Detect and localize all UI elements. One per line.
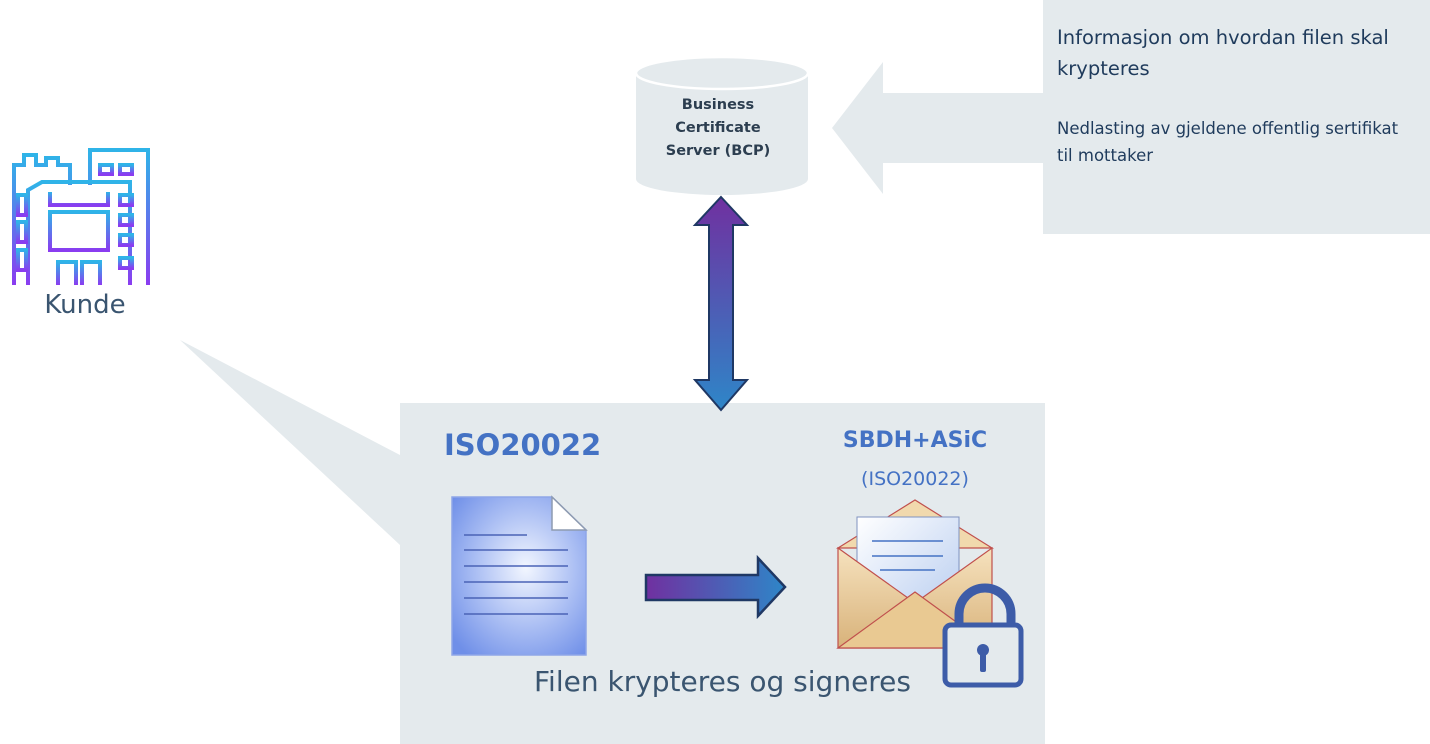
info-panel [1043, 0, 1430, 234]
info-arrow [832, 62, 1043, 194]
right-arrow-icon [644, 554, 787, 620]
document-icon [451, 495, 588, 656]
target-format-title: SBDH+ASiC [842, 428, 988, 453]
info-panel-title: Informasjon om hvordan filen skal krypte… [1057, 26, 1389, 80]
building-icon [8, 148, 152, 287]
target-format-subtitle: (ISO20022) [861, 468, 969, 490]
info-panel-body: Nedlasting av gjeldene offentlig sertifi… [1057, 119, 1399, 165]
server-label: Business Certificate Server (BCP) [665, 97, 771, 159]
database-icon [634, 55, 810, 195]
process-caption: Filen krypteres og signeres [533, 665, 911, 698]
lock-icon [942, 583, 1024, 688]
customer-label: Kunde [44, 290, 126, 320]
source-format-label: ISO20022 [444, 428, 602, 462]
double-arrow-icon [692, 195, 750, 412]
customer-callout [180, 340, 400, 545]
